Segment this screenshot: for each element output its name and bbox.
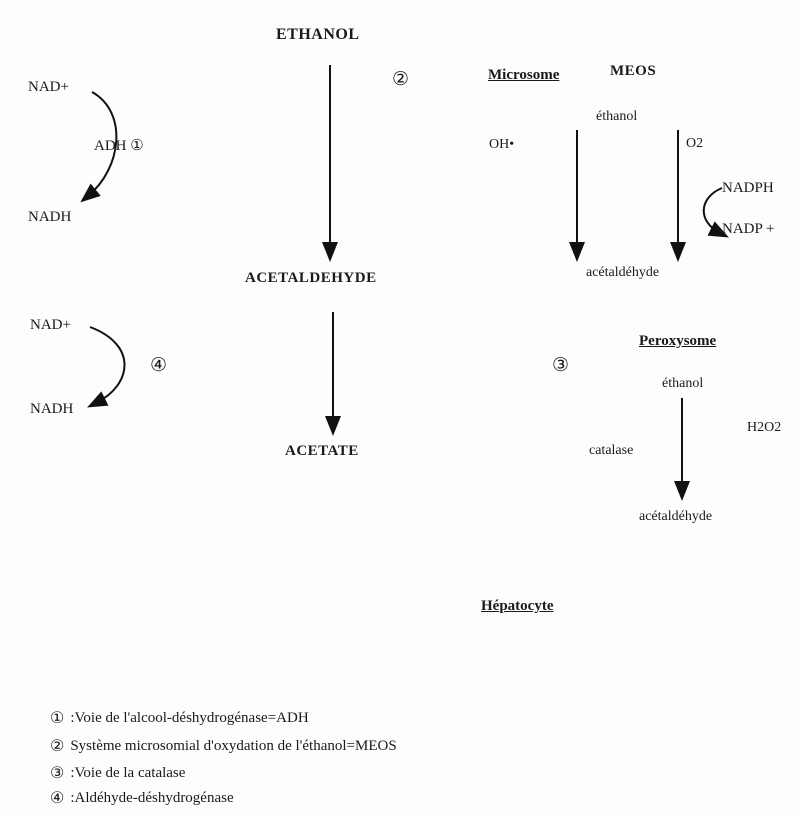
peroxysome-ethanol: éthanol [662, 376, 704, 391]
legend-item-1: ① :Voie de l'alcool-déshydrogénase=ADH [50, 708, 309, 728]
adh-nadh: NADH [28, 209, 72, 225]
peroxysome-catalase: catalase [589, 443, 634, 458]
legend-text: :Voie de la catalase [70, 764, 186, 781]
microsome-acetaldehyde: acétaldéhyde [586, 265, 660, 280]
aldh-nad-plus: NAD+ [30, 317, 71, 333]
peroxysome-marker: ③ [552, 355, 570, 376]
arrow-adh-curve [80, 91, 118, 203]
acetaldehyde-label: ACETALDEHYDE [245, 270, 377, 286]
ethanol-label: ETHANOL [276, 26, 360, 43]
adh-nad-plus: NAD+ [28, 79, 69, 95]
microsome-title: Microsome [488, 67, 560, 83]
meos-label: MEOS [610, 63, 657, 79]
legend-text: :Aldéhyde-déshydrogénase [70, 789, 234, 806]
aldh-marker: ④ [150, 355, 168, 376]
legend-text: :Voie de l'alcool-déshydrogénase=ADH [70, 709, 309, 726]
microsome-oh: OH• [489, 137, 515, 152]
legend-number: ① [50, 710, 65, 727]
legend-text: Système microsomial d'oxydation de l'éth… [70, 737, 397, 754]
peroxysome-title: Peroxysome [639, 333, 717, 349]
microsome-ethanol: éthanol [596, 109, 638, 124]
legend-number: ④ [50, 790, 65, 807]
legend-item-4: ④ :Aldéhyde-déshydrogénase [50, 788, 234, 808]
peroxysome-h2o2: H2O2 [747, 420, 782, 435]
microsome-o2: O2 [686, 136, 704, 151]
pathway-2-marker: ② [392, 69, 410, 90]
peroxysome-acetaldehyde: acétaldéhyde [639, 509, 713, 524]
hepatocyte-label: Hépatocyte [481, 598, 554, 614]
legend-item-3: ③ :Voie de la catalase [50, 763, 185, 783]
acetate-label: ACETATE [285, 443, 359, 459]
arrow-nadph-curve [702, 187, 729, 238]
microsome-nadph: NADPH [722, 180, 774, 196]
legend-number: ② [50, 738, 65, 755]
legend-number: ③ [50, 765, 65, 782]
arrow-aldh-curve [87, 326, 126, 408]
aldh-nadh: NADH [30, 401, 74, 417]
microsome-nadp: NADP + [722, 221, 775, 237]
legend-item-2: ② Système microsomial d'oxydation de l'é… [50, 736, 397, 756]
adh-label: ADH ① [94, 138, 144, 154]
